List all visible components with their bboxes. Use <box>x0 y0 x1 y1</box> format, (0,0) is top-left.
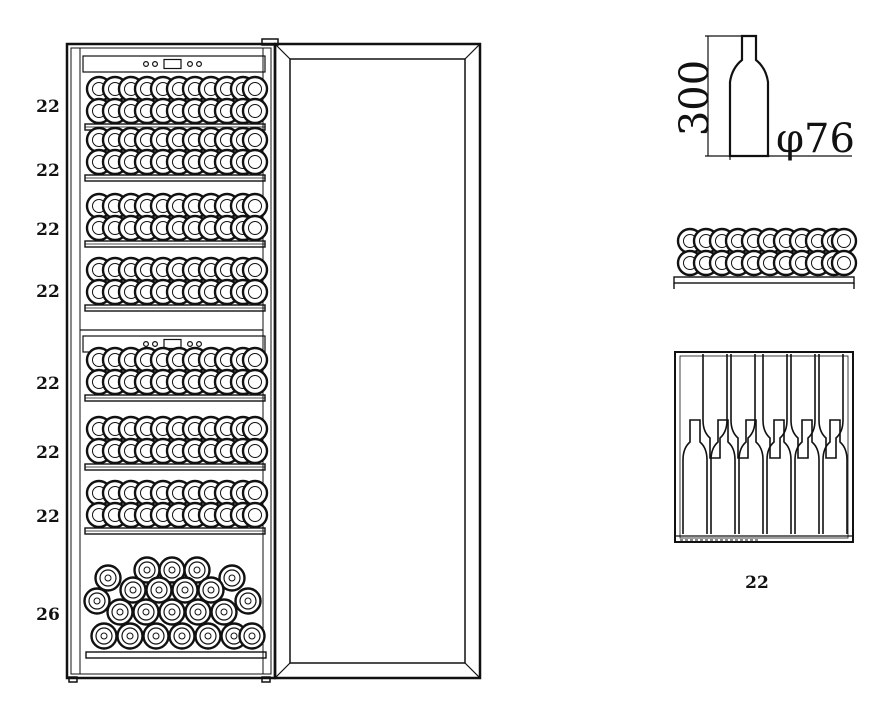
shelf-3-count: 22 <box>36 220 60 240</box>
shelf-7-count: 22 <box>36 507 60 527</box>
shelf-4-count: 22 <box>36 282 60 302</box>
bottle-spec: 300 φ76 <box>672 34 855 162</box>
shelf-6-count: 22 <box>36 443 60 463</box>
shelf-3 <box>85 194 267 247</box>
bottle-diameter-label: φ76 <box>776 116 855 162</box>
shelf-5 <box>85 348 267 401</box>
shelf-2-count: 22 <box>36 161 60 181</box>
shelf-front-detail <box>673 227 858 289</box>
shelf-8-count: 26 <box>36 605 60 625</box>
shelf-6 <box>85 417 267 470</box>
shelf-4 <box>85 258 267 311</box>
shelf-7 <box>85 481 267 534</box>
upper-control-panel <box>82 55 266 73</box>
shelf-1 <box>85 77 267 130</box>
cabinet-door <box>273 42 482 680</box>
shelf-top-view-count: 22 <box>745 573 769 593</box>
shelf-5-count: 22 <box>36 374 60 394</box>
shelf-2 <box>85 128 267 181</box>
shelf-8-bulk <box>83 556 267 659</box>
bottle-height-label: 300 <box>672 60 718 136</box>
shelf-1-count: 22 <box>36 97 60 117</box>
shelf-top-view: 22 <box>674 351 854 593</box>
cabinet-front-view: 22 22 22 22 22 22 22 26 <box>36 38 482 683</box>
